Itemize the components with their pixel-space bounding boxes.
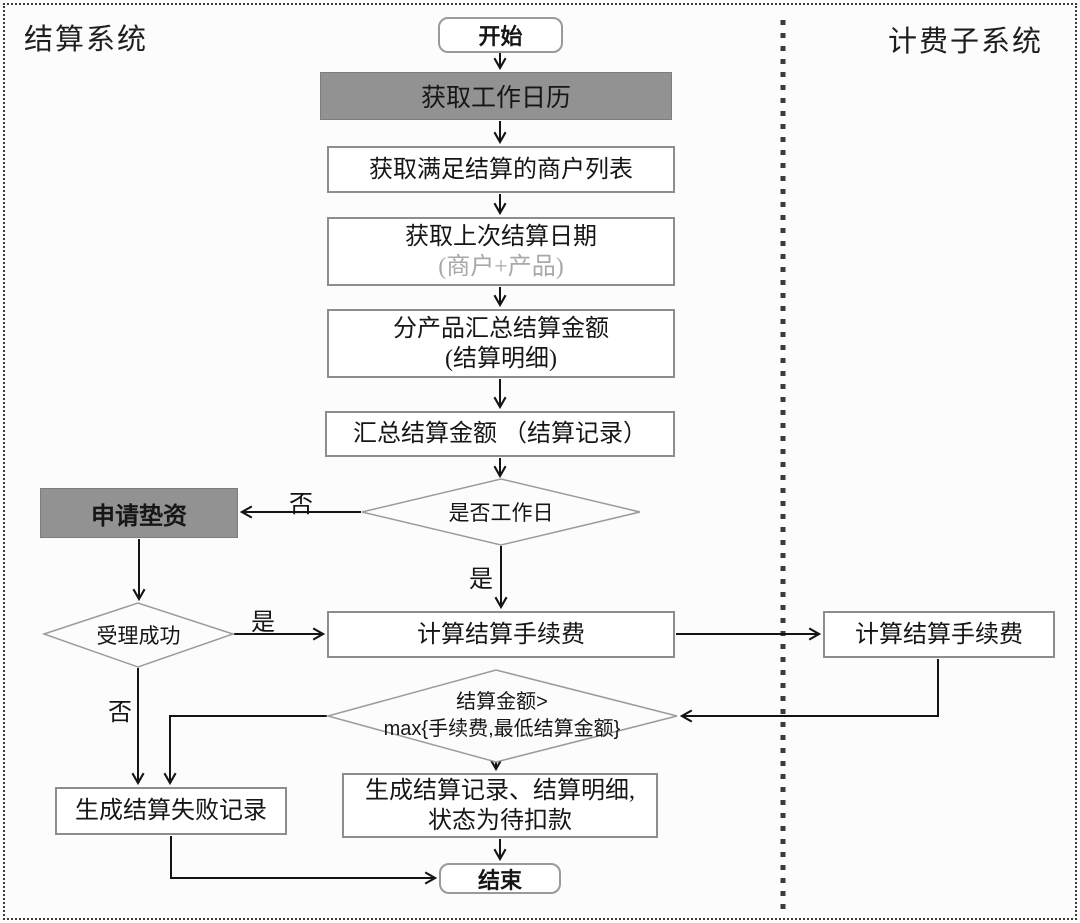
decision-is-workday-shape xyxy=(361,478,641,546)
edge-billing-to-amountcheck xyxy=(682,659,939,716)
decision-amount-check-line1: 结算金额> xyxy=(456,691,548,713)
decision-accept-success-shape xyxy=(41,602,236,668)
edge-label-workday-no: 否 xyxy=(289,492,313,518)
lane-label-settlement: 结算系统 xyxy=(24,24,149,56)
edge-label-workday-yes: 是 xyxy=(469,567,493,593)
node-get-merchant-list: 获取满足结算的商户列表 xyxy=(327,146,675,193)
edge-amountcheck-to-genfail xyxy=(170,715,327,783)
node-gen-settle-records-line1: 生成结算记录、结算明细, xyxy=(365,777,635,804)
decision-is-workday-label: 是否工作日 xyxy=(448,502,554,525)
lane-label-billing: 计费子系统 xyxy=(888,26,1044,58)
node-sum-by-product: 分产品汇总结算金额 (结算明细) xyxy=(327,309,675,378)
node-calc-settle-fee-billing: 计算结算手续费 xyxy=(823,611,1055,658)
node-get-last-settle-date: 获取上次结算日期 (商户+产品) xyxy=(327,217,675,286)
node-sum-total: 汇总结算金额 （结算记录） xyxy=(325,411,675,457)
decision-accept-success-label: 受理成功 xyxy=(96,624,181,648)
node-gen-settle-records: 生成结算记录、结算明细, 状态为待扣款 xyxy=(342,773,658,838)
node-sum-by-product-label: 分产品汇总结算金额 xyxy=(393,315,609,342)
node-get-last-settle-date-label: 获取上次结算日期 xyxy=(405,223,597,250)
node-get-last-settle-date-sublabel: (商户+产品) xyxy=(438,253,564,280)
node-gen-settle-records-line2: 状态为待扣款 xyxy=(428,807,572,834)
node-end: 结束 xyxy=(439,863,561,894)
edge-genfail-to-end xyxy=(170,836,435,878)
node-sum-by-product-sublabel: (结算明细) xyxy=(445,345,557,372)
edge-label-accept-no: 否 xyxy=(108,700,132,726)
node-gen-fail-record: 生成结算失败记录 xyxy=(55,787,287,835)
node-calc-settle-fee: 计算结算手续费 xyxy=(327,611,675,658)
edge-label-accept-yes: 是 xyxy=(251,610,275,636)
node-apply-advance: 申请垫资 xyxy=(40,488,238,538)
node-get-work-calendar: 获取工作日历 xyxy=(320,72,672,120)
decision-amount-check-shape xyxy=(325,669,678,763)
decision-amount-check-line2: max{手续费,最低结算金额} xyxy=(383,718,621,740)
node-start: 开始 xyxy=(438,17,563,53)
decision-amount-check-label: 结算金额> max{手续费,最低结算金额} xyxy=(332,676,672,756)
